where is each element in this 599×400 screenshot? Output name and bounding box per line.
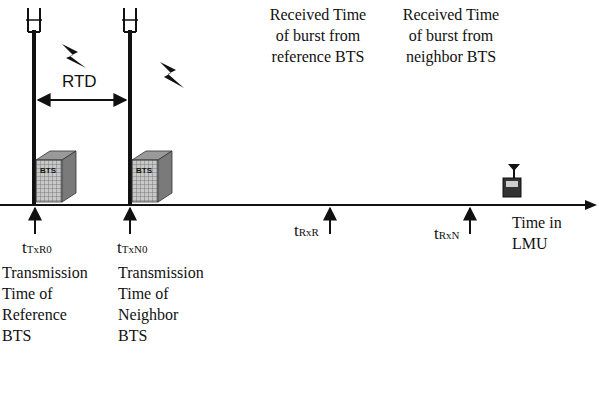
neighbor-bts-tower: [122, 8, 184, 205]
bts-cabinet-label: BTS: [40, 166, 56, 176]
time-symbol: tRxN: [434, 224, 460, 244]
bts-cabinet-label: BTS: [136, 166, 152, 176]
time-symbol: tTxN0: [117, 238, 147, 258]
lmu-icon: [503, 164, 521, 197]
rtd-label: RTD: [62, 72, 97, 92]
reference-bts-tower: [26, 8, 86, 205]
rtd-arrow: [38, 99, 126, 101]
time-tick-arrows: [35, 208, 470, 234]
time-axis: [0, 200, 597, 210]
time-symbol: tTxR0: [22, 238, 52, 258]
transmission-time-label: Transmission Time of Neighbor BTS: [118, 262, 210, 346]
transmission-time-label: Transmission Time of Reference BTS: [2, 262, 94, 346]
axis-label: Time in LMU: [512, 212, 574, 254]
received-time-label: Received Time of burst from reference BT…: [262, 4, 374, 67]
time-symbol: tRxR: [294, 221, 319, 241]
received-time-label: Received Time of burst from neighbor BTS: [395, 4, 507, 67]
